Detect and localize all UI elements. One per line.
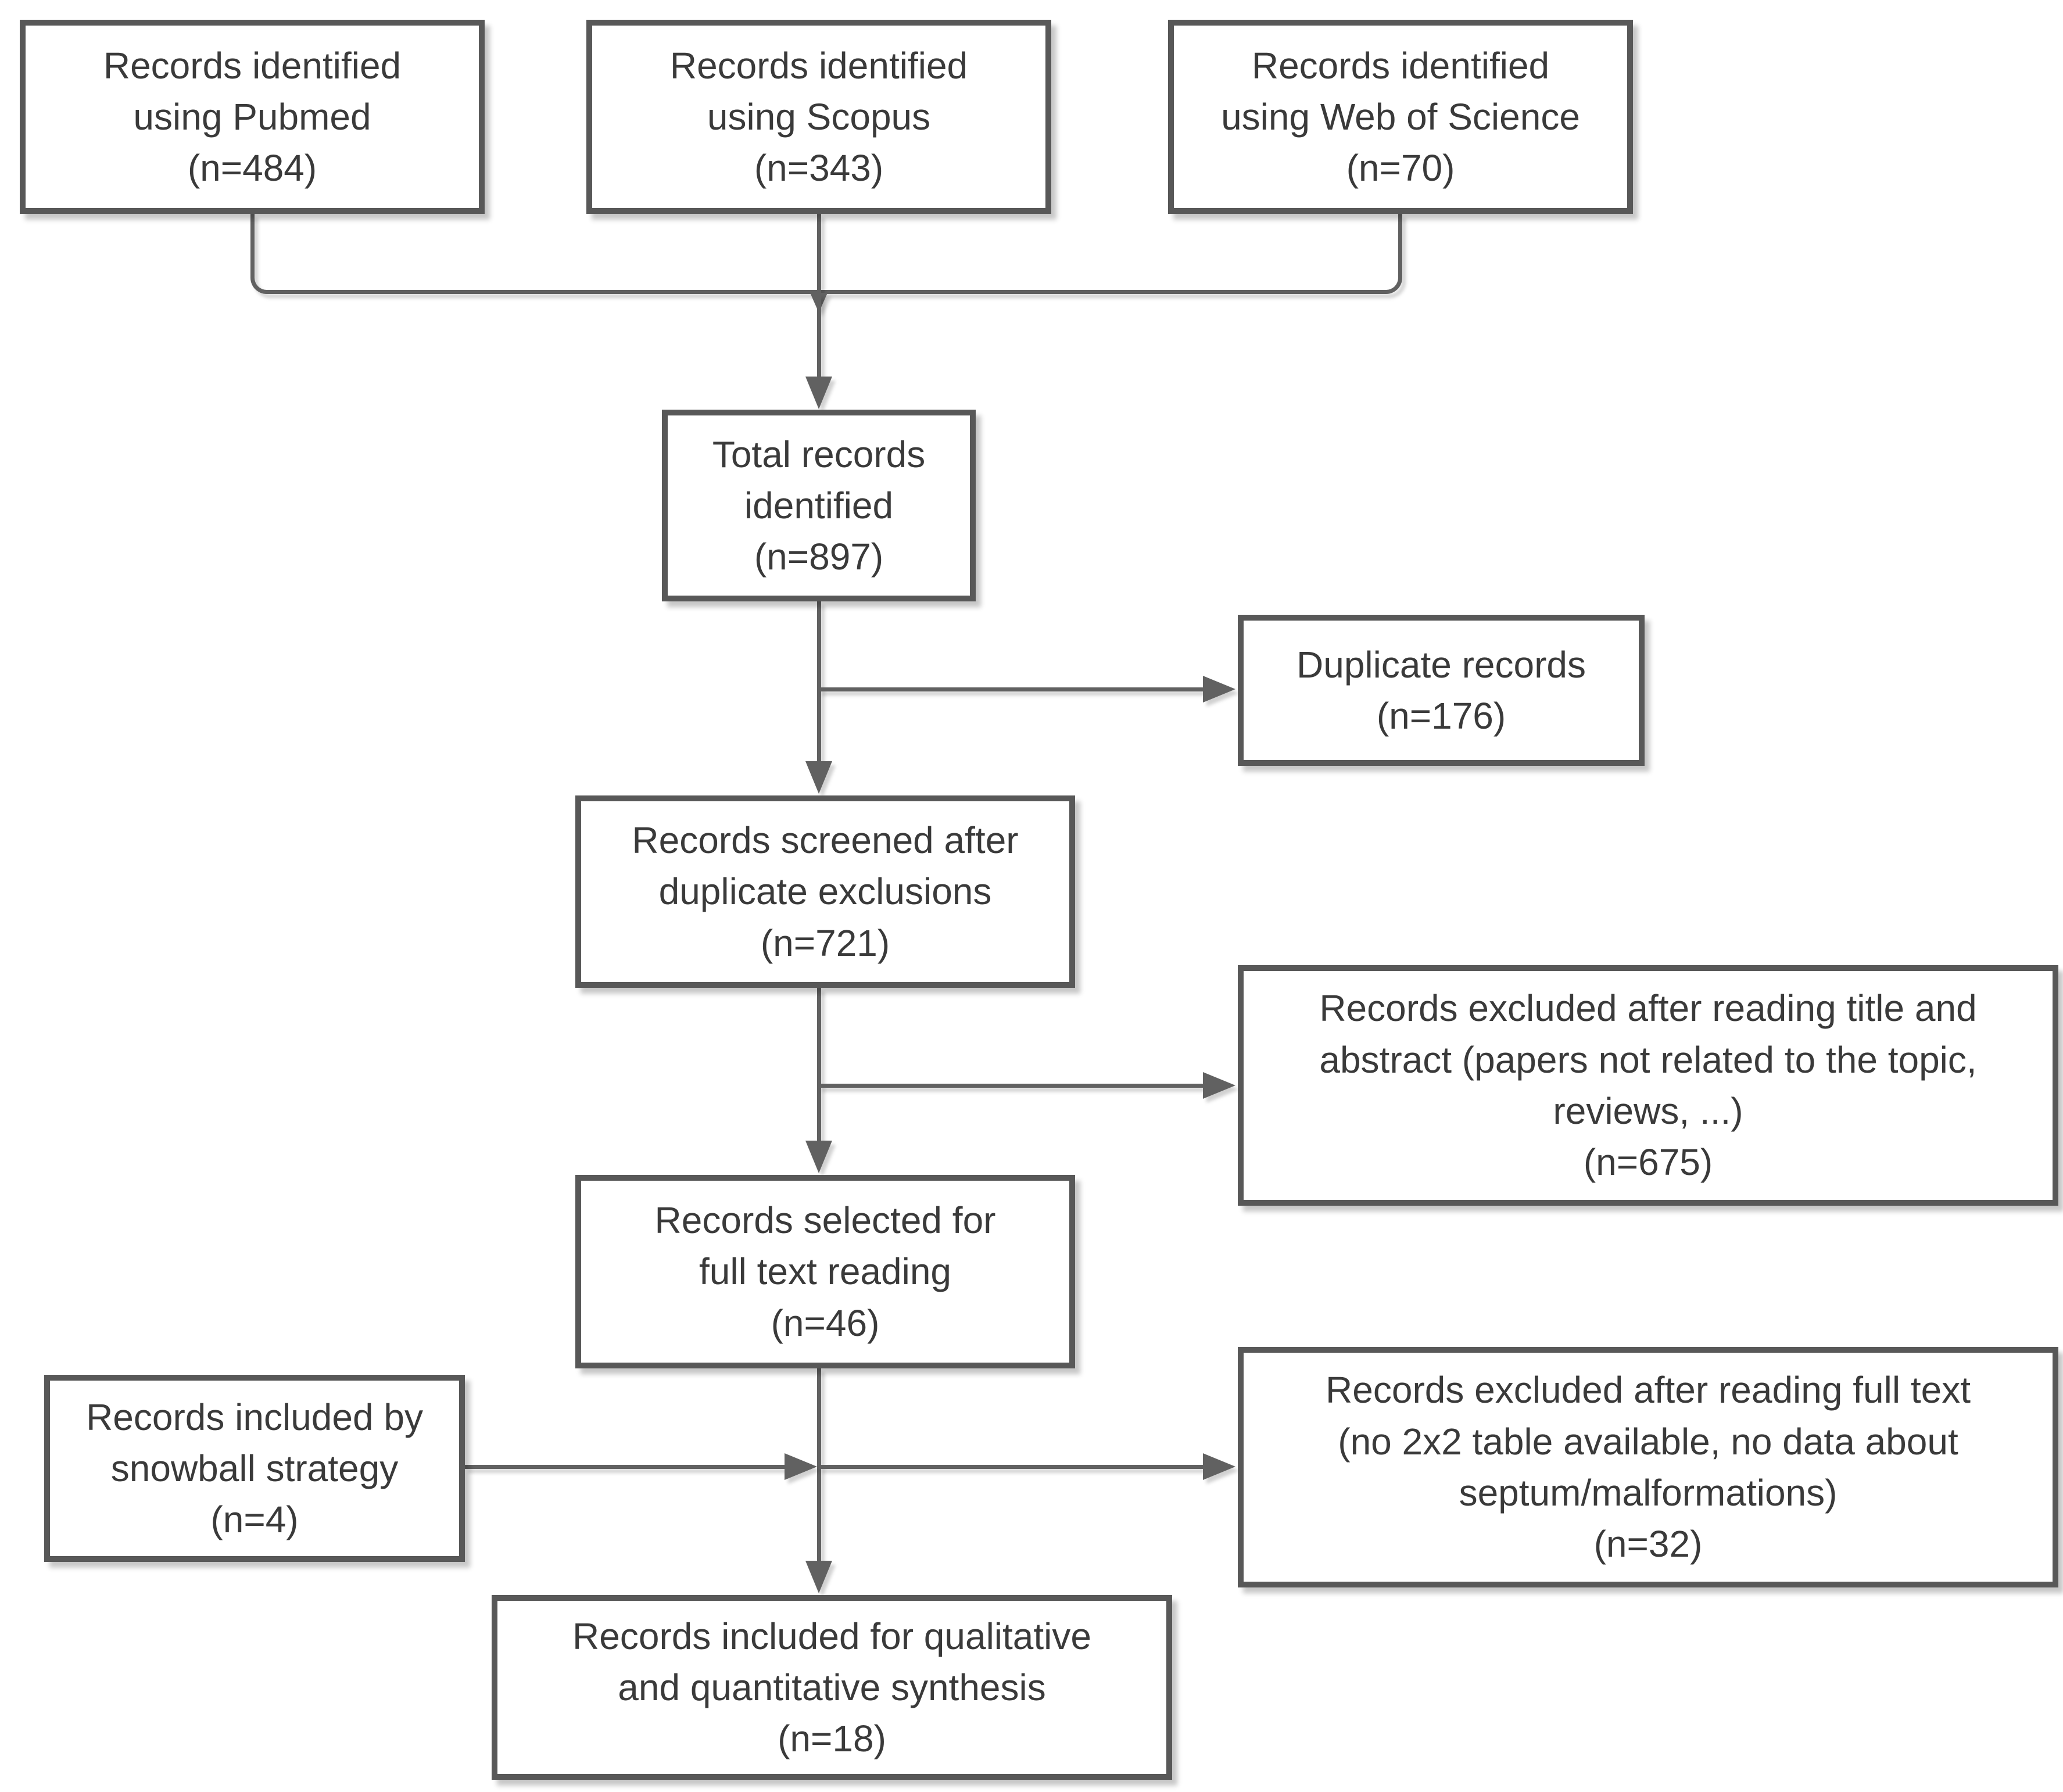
edge-junction-to-excluded2-line xyxy=(819,1465,1204,1469)
node-records-web-of-science: Records identified using Web of Science … xyxy=(1168,20,1633,214)
node-excluded-title-abstract: Records excluded after reading title and… xyxy=(1238,965,2058,1206)
edge-snowball-to-junction-line xyxy=(465,1465,786,1469)
edge-selected-to-included-arrowhead xyxy=(805,1561,832,1593)
edge-wos-to-total-corner xyxy=(819,214,1402,294)
node-included-synthesis: Records included for qualitative and qua… xyxy=(492,1595,1172,1780)
node-records-pubmed: Records identified using Pubmed (n=484) xyxy=(20,20,485,214)
edge-junction-to-excluded2-arrowhead xyxy=(1203,1453,1235,1480)
node-records-scopus: Records identified using Scopus (n=343) xyxy=(586,20,1051,214)
node-total-records: Total records identified (n=897) xyxy=(662,410,976,601)
node-excluded-full-text: Records excluded after reading full text… xyxy=(1238,1347,2058,1587)
edge-scopus-to-total-line xyxy=(817,214,821,294)
edge-screened-to-excluded1-arrowhead xyxy=(1203,1072,1235,1099)
edge-screened-to-selected-line xyxy=(817,988,821,1142)
edge-pubmed-to-total-corner xyxy=(250,214,819,294)
edge-screened-to-selected-arrowhead xyxy=(805,1141,832,1173)
edge-snowball-to-junction-arrowhead xyxy=(785,1453,817,1480)
edge-total-to-screened-line xyxy=(817,601,821,762)
edge-merge-to-total-line xyxy=(817,294,821,378)
node-records-screened: Records screened after duplicate exclusi… xyxy=(575,795,1075,988)
edge-total-to-screened-arrowhead xyxy=(805,761,832,794)
node-selected-full-text: Records selected for full text reading (… xyxy=(575,1175,1075,1368)
edge-screened-to-excluded1-line xyxy=(819,1084,1204,1088)
edge-merge-to-total-arrowhead xyxy=(805,377,832,409)
node-duplicate-records: Duplicate records (n=176) xyxy=(1238,615,1645,766)
edge-total-to-duplicates-arrowhead xyxy=(1203,676,1235,703)
edge-total-to-duplicates-line xyxy=(819,687,1204,691)
node-snowball-strategy: Records included by snowball strategy (n… xyxy=(44,1375,465,1562)
